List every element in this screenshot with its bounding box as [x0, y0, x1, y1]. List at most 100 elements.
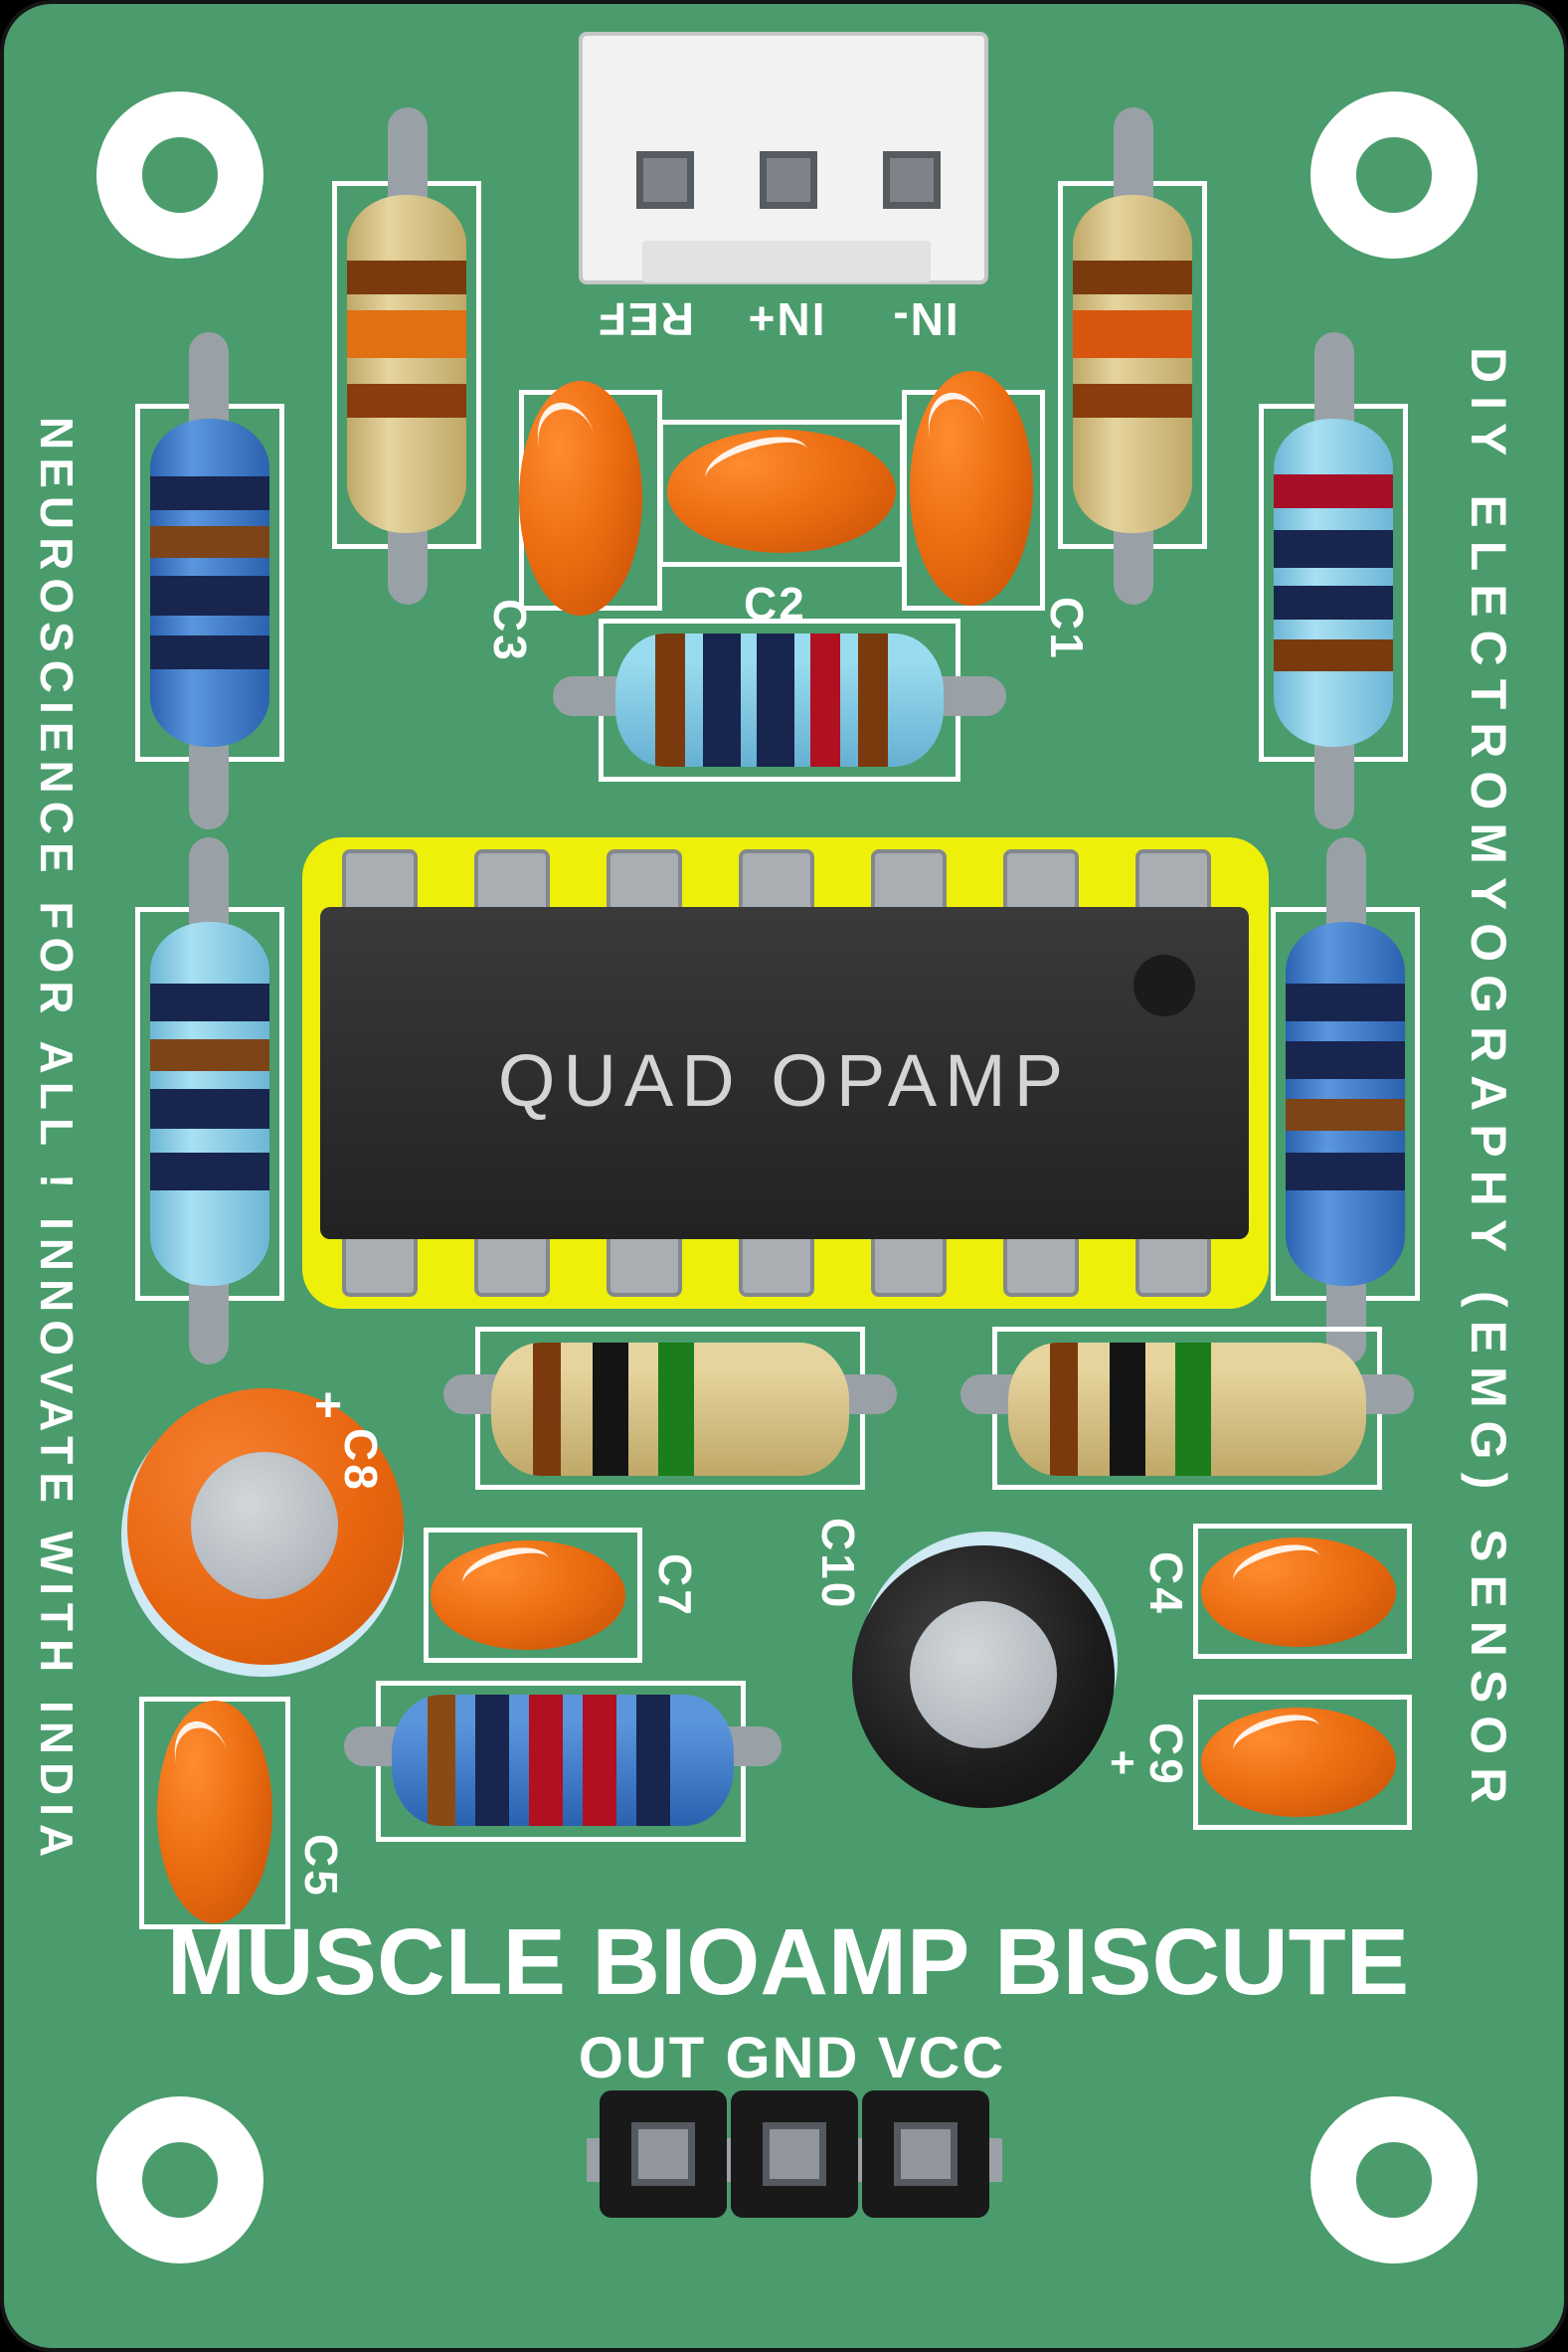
resistor: [1073, 195, 1192, 533]
resistor-band: [1073, 310, 1192, 358]
silkscreen-text-right: DIY ELECTROMYOGRAPHY (EMG) SENSOR: [1461, 347, 1516, 1817]
connector-pin-ref: [636, 151, 694, 209]
connector-pin-in-plus: [760, 151, 817, 209]
capacitor-label-c7: C7: [649, 1553, 701, 1618]
capacitor-c7: [431, 1540, 625, 1650]
c10-polarity-mark: +: [1110, 1738, 1135, 1787]
resistor-band: [150, 1039, 269, 1071]
resistor-band: [583, 1695, 616, 1826]
resistor-band: [347, 261, 466, 294]
input-connector: [579, 32, 988, 284]
header-pin-out: [631, 2122, 695, 2186]
resistor: [150, 419, 269, 747]
resistor-band: [655, 633, 685, 767]
ic-pin: [871, 849, 947, 915]
silkscreen-outline: [1193, 1524, 1412, 1659]
ic-pin: [342, 849, 418, 915]
ic-pin: [474, 849, 550, 915]
resistor-band: [1274, 530, 1393, 568]
c8-polarity-mark: +: [314, 1379, 343, 1432]
resistor: [150, 922, 269, 1286]
header-pin-gnd: [763, 2122, 826, 2186]
capacitor-c10-top: [910, 1601, 1057, 1748]
resistor-band: [150, 1153, 269, 1190]
ic-chip-body: [320, 907, 1249, 1239]
header-label-vcc: VCC: [877, 2026, 1006, 2090]
ic-pin: [739, 849, 814, 915]
capacitor-label-c1: C1: [1041, 597, 1093, 661]
resistor-band: [858, 633, 888, 767]
resistor: [615, 633, 944, 767]
mounting-hole-top-left: [96, 91, 263, 259]
resistor-band: [593, 1343, 628, 1476]
capacitor-c1: [910, 371, 1033, 606]
resistor: [1274, 419, 1393, 747]
resistor-band: [1286, 1153, 1405, 1190]
connector-label-in-plus: IN+: [746, 293, 825, 345]
resistor-band: [703, 633, 741, 767]
resistor: [392, 1695, 734, 1826]
resistor-band: [529, 1695, 563, 1826]
capacitor-c3: [519, 381, 642, 616]
resistor-band: [150, 1089, 269, 1129]
silkscreen-outline: [139, 1697, 290, 1929]
resistor-band: [1286, 984, 1405, 1021]
mounting-hole-top-right: [1310, 91, 1478, 259]
capacitor-c2: [667, 430, 896, 553]
silkscreen-outline: [658, 420, 905, 567]
ic-pin: [739, 1231, 814, 1297]
capacitor-label-c8: C8: [335, 1428, 387, 1493]
mounting-hole-bottom-left: [96, 2096, 263, 2263]
header-label-gnd: GND: [725, 2026, 860, 2090]
resistor-band: [810, 633, 840, 767]
ic-pin: [607, 1231, 682, 1297]
capacitor-label-c5: C5: [295, 1834, 347, 1899]
board-title: MUSCLE BIOAMP BISCUTE: [166, 1909, 1410, 2015]
ic-pin: [474, 1231, 550, 1297]
resistor-band: [150, 576, 269, 616]
resistor-band: [1175, 1343, 1211, 1476]
ic-pin1-notch: [1133, 955, 1195, 1016]
ic-pin: [1135, 1231, 1211, 1297]
capacitor-label-c3: C3: [484, 599, 536, 663]
ic-pin: [871, 1231, 947, 1297]
silkscreen-text-left: NEUROSCIENCE FOR ALL ! INNOVATE WITH IND…: [31, 417, 83, 1866]
ic-pin: [342, 1231, 418, 1297]
silkscreen-outline: [424, 1528, 642, 1663]
resistor-band: [1274, 474, 1393, 508]
resistor-band: [428, 1695, 455, 1826]
resistor-band: [150, 526, 269, 558]
resistor-band: [1050, 1343, 1078, 1476]
silkscreen-outline: [1193, 1695, 1412, 1830]
ic-pin: [1135, 849, 1211, 915]
resistor-band: [150, 984, 269, 1021]
capacitor-c8-top: [191, 1452, 338, 1599]
resistor-band: [347, 310, 466, 358]
resistor: [1286, 922, 1405, 1286]
capacitor-label-c4: C4: [1140, 1551, 1192, 1616]
resistor: [1008, 1343, 1366, 1476]
ic-pin: [1003, 1231, 1079, 1297]
capacitor-label-c9: C9: [1140, 1722, 1192, 1787]
resistor-band: [1274, 639, 1393, 671]
ic-label: QUAD OPAMP: [497, 1039, 1072, 1122]
resistor-band: [1286, 1099, 1405, 1131]
capacitor-label-c10: C10: [812, 1518, 864, 1611]
ic-pin: [607, 849, 682, 915]
resistor-band: [150, 476, 269, 510]
resistor-band: [1274, 586, 1393, 620]
resistor-band: [1073, 384, 1192, 418]
resistor-band: [1110, 1343, 1145, 1476]
capacitor-c4: [1201, 1538, 1396, 1647]
resistor-band: [658, 1343, 694, 1476]
connector-socket-lip: [642, 241, 931, 282]
connector-label-ref: REF: [597, 293, 694, 345]
resistor-band: [636, 1695, 670, 1826]
connector-pin-in-minus: [883, 151, 941, 209]
connector-label-in-minus: IN-: [891, 293, 958, 345]
capacitor-c9: [1201, 1708, 1396, 1817]
resistor: [491, 1343, 849, 1476]
resistor-band: [1286, 1041, 1405, 1079]
mounting-hole-bottom-right: [1310, 2096, 1478, 2263]
header-label-out: OUT: [578, 2026, 707, 2090]
